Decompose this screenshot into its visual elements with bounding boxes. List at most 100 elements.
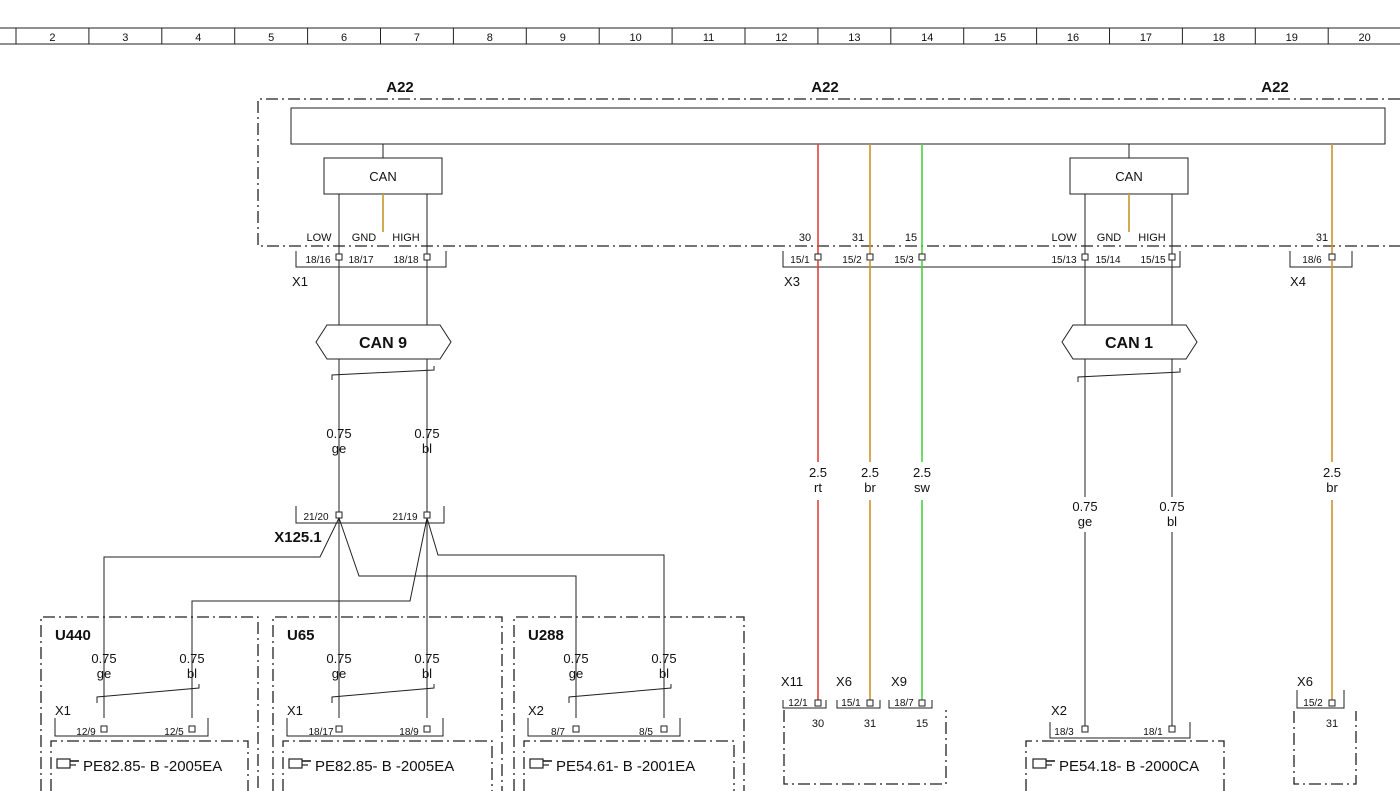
connector-label: X4 [1290,274,1306,289]
reference-link[interactable]: PE54.18- B -2000CA [1059,758,1199,775]
connector-pin [918,253,926,261]
connector-pin [1081,725,1089,733]
wire-color-label: sw [914,480,931,495]
far-right-ground-section: 31 18/6 X4 2.5 br X6 15/2 31 [1289,144,1357,785]
pin-number: 18/3 [1054,727,1074,738]
reference-link[interactable]: PE54.61- B -2001EA [556,758,695,775]
pin-number: 12/5 [164,727,184,738]
reference-link[interactable]: PE82.85- B -2005EA [315,758,454,775]
pin-label-gnd: GND [352,232,377,244]
column-number: 18 [1213,32,1225,44]
pointing-hand-icon [56,758,79,769]
terminal-label: 31 [864,718,876,730]
wire-size-label: 0.75 [414,651,439,666]
terminal-label: 30 [799,232,811,244]
connector-pin [423,253,431,261]
right-can-section: CAN LOW GND HIGH 15/13 15/14 15/15 CAN 1… [1025,144,1225,791]
wire-color-label: bl [422,441,432,456]
wire-size-label: 0.75 [414,426,439,441]
connector-pin [660,725,668,733]
wire-size-label: 2.5 [809,465,827,480]
terminal-label: 31 [1326,718,1338,730]
column-number: 6 [341,32,347,44]
pin-label-low: LOW [306,232,332,244]
can-bus-label-shape [1061,324,1198,360]
connector-pin [100,725,108,733]
pin-number: 15/2 [1303,698,1323,709]
wire-size-label: 0.75 [326,426,351,441]
connector-pin [1168,253,1176,261]
twisted-pair-mark [331,684,435,703]
twisted-pair-mark [568,684,672,703]
pin-label-high: HIGH [1138,232,1166,244]
connector-pin [918,699,926,707]
device-boundary [513,616,745,791]
connector-pin [188,725,196,733]
connector-label: X2 [528,703,544,718]
connector-pin [423,511,431,519]
wire-size-label: 0.75 [326,651,351,666]
can-bus-label: CAN 9 [359,335,407,352]
wire-color-label: ge [1078,514,1092,529]
wire-color-label: ge [332,666,346,681]
connector-label: X6 [836,674,852,689]
pin-number: 12/9 [76,727,96,738]
pin-number: 15/1 [790,255,810,266]
column-number: 20 [1359,32,1371,44]
wire-color-label: bl [187,666,197,681]
wire-color-label: bl [1167,514,1177,529]
wire-size-label: 0.75 [1072,499,1097,514]
wire-color-label: bl [659,666,669,681]
column-number: 14 [921,32,933,44]
column-number: 9 [560,32,566,44]
column-number: 10 [630,32,642,44]
pin-number: 8/7 [551,727,565,738]
column-number: 4 [195,32,201,44]
pin-number: 18/1 [1143,727,1163,738]
connector-pin [1328,253,1336,261]
device-name: U288 [528,627,564,644]
wire-size-label: 0.75 [651,651,676,666]
connector-label: X9 [891,674,907,689]
module-label: A22 [386,79,414,96]
connector-pin [423,725,431,733]
wire-color-label: ge [569,666,583,681]
pin-number: 18/17 [348,255,373,266]
column-number: 17 [1140,32,1152,44]
connector-label: X3 [784,274,800,289]
connector-pin [1081,253,1089,261]
can-block [323,157,443,195]
connector-bracket [286,718,444,737]
wire-size-label: 0.75 [1159,499,1184,514]
column-number: 7 [414,32,420,44]
pin-number: 15/13 [1051,255,1076,266]
connector-pin [1168,725,1176,733]
connector-pin [866,253,874,261]
wire-color-label: ge [97,666,111,681]
terminal-label: 31 [852,232,864,244]
twisted-pair-mark [96,684,200,703]
terminal-label: 15 [916,718,928,730]
wire-size-label: 0.75 [179,651,204,666]
can-bus-label-shape [315,324,452,360]
pin-number: 15/14 [1095,255,1120,266]
module-label: A22 [811,79,839,96]
wire-color-label: bl [422,666,432,681]
pin-number: 18/7 [894,698,914,709]
reference-box [282,740,493,791]
reference-box [523,740,735,791]
column-number: 2 [49,32,55,44]
wire-color-label: br [1326,480,1338,495]
connector-pin [814,699,822,707]
terminal-label: 30 [812,718,824,730]
left-can-section: CAN LOW GND HIGH 18/16 18/17 18/18 X1 CA… [103,144,665,718]
pin-number: 15/2 [842,255,862,266]
connector-bracket [527,718,681,737]
reference-link[interactable]: PE82.85- B -2005EA [83,758,222,775]
pin-number: 15/1 [841,698,861,709]
connector-pin [866,699,874,707]
wire-size-label: 2.5 [913,465,931,480]
